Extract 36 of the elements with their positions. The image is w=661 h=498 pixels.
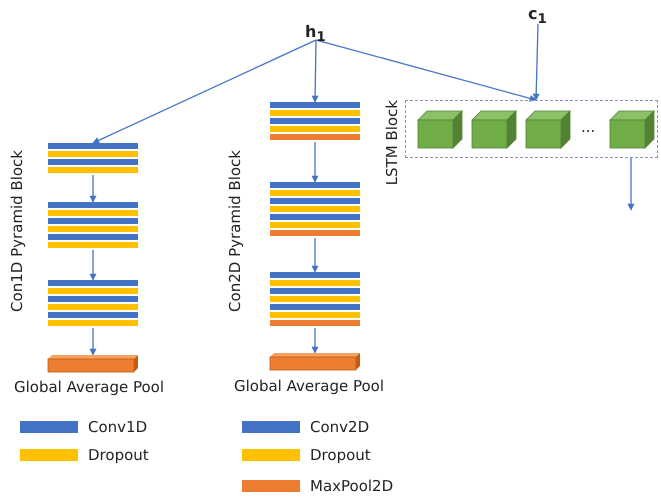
arrow: [312, 238, 318, 273]
lstm-cell-cube: [610, 111, 654, 148]
arrow: [532, 24, 540, 101]
block-caption: Global Average Pool: [14, 378, 164, 396]
arrow: [312, 328, 318, 354]
block-title: Con1D Pyramid Block: [8, 150, 26, 312]
legend-label: MaxPool2D: [310, 477, 394, 495]
lstm-cell-cube: [418, 111, 462, 148]
lstm-cell-cube: [526, 111, 570, 148]
layer-stack: [270, 272, 360, 328]
variable-label: h$_{1}$: [305, 22, 326, 46]
arrow: [90, 328, 96, 356]
layer-stack: [270, 182, 360, 238]
arrow: [92, 39, 316, 144]
layer-stack: [48, 143, 138, 175]
legend-label: Conv1D: [88, 418, 148, 436]
legend-label: Dropout: [310, 446, 371, 464]
layer-stack: [48, 280, 138, 328]
block-caption: Global Average Pool: [234, 377, 384, 395]
lstm-cell-cube: [472, 111, 516, 148]
block-title: Con2D Pyramid Block: [226, 150, 244, 312]
variable-label: c$_{1}$: [528, 4, 547, 28]
arrow: [90, 250, 96, 281]
ellipsis-label: ...: [581, 118, 596, 136]
legend-label: Conv2D: [310, 418, 370, 436]
legend-label: Dropout: [88, 446, 149, 464]
arrow: [628, 158, 634, 211]
pooling-block: [48, 355, 138, 372]
arrow: [312, 40, 319, 103]
arrow: [312, 142, 318, 183]
arrow: [90, 175, 96, 203]
block-title: LSTM Block: [383, 100, 401, 186]
pooling-block: [270, 353, 360, 370]
layer-stack: [270, 102, 360, 142]
arrow: [316, 39, 537, 102]
layer-stack: [48, 202, 138, 250]
